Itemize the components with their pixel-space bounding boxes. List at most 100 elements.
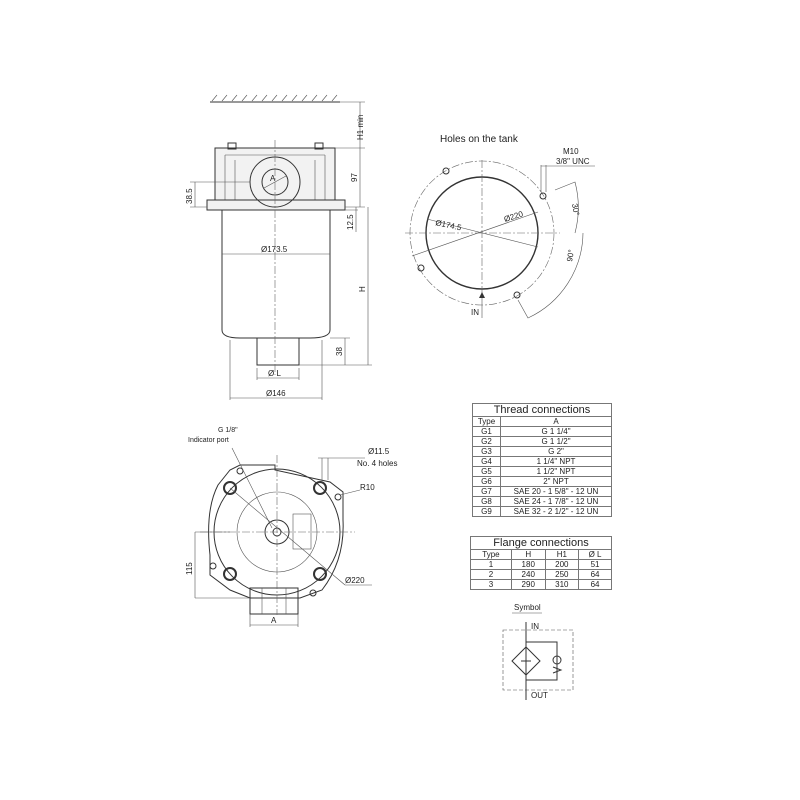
cell: 290 <box>510 579 546 590</box>
cell: G5 <box>472 466 501 477</box>
cell: 200 <box>544 559 580 570</box>
cell: SAE 24 - 1 7/8" - 12 UN <box>500 496 612 507</box>
tank-hole <box>417 264 425 272</box>
cell: G 1 1/4" <box>500 426 612 437</box>
cell: G1 <box>472 426 501 437</box>
filter-bowl <box>221 210 331 339</box>
cell: 1 1/4" NPT <box>500 456 612 467</box>
check-valve-icon <box>552 655 562 665</box>
flange-table-title: Flange connections <box>470 536 612 550</box>
cell: G8 <box>472 496 501 507</box>
hydraulic-symbol: Symbol IN OUT <box>502 603 574 700</box>
dim-h: H <box>358 286 367 292</box>
col-header: Ø L <box>578 549 612 560</box>
tank-hatch <box>211 94 338 102</box>
dim-38: 38 <box>335 347 344 356</box>
dim-bottom-220: Ø220 <box>345 576 365 585</box>
tank-holes-view: Holes on the tank Ø174.5 Ø220 M10 3/8" U… <box>405 134 595 319</box>
symbol-out: OUT <box>531 691 548 700</box>
cell: SAE 32 - 2 1/2" - 12 UN <box>500 506 612 517</box>
cell: 2" NPT <box>500 476 612 487</box>
angle-90: 90° <box>565 249 576 262</box>
thread-m10: M10 <box>563 147 579 156</box>
head-outline <box>208 464 344 599</box>
tank-hole <box>442 167 450 175</box>
holes-count: No. 4 holes <box>357 459 397 468</box>
tank-hole <box>513 291 521 299</box>
head-flange <box>206 199 346 211</box>
dim-a: A <box>271 616 277 625</box>
cell: 1 <box>470 559 512 570</box>
cell: G 1 1/2" <box>500 436 612 447</box>
side-view: A H1 min 97 12.5 H 38 38.5 Ø173.5 Ø L Ø1… <box>185 94 372 400</box>
col-header: Type <box>470 549 512 560</box>
cell: 2 <box>470 569 512 580</box>
col-header: H <box>510 549 546 560</box>
mount-holes <box>209 467 342 597</box>
cell: 240 <box>510 569 546 580</box>
dim-l: Ø L <box>268 369 281 378</box>
cell: G9 <box>472 506 501 517</box>
outlet-pipe <box>256 337 300 366</box>
tank-holes-title: Holes on the tank <box>440 134 519 145</box>
dim-146: Ø146 <box>266 389 286 398</box>
dim-tank-220: Ø220 <box>503 209 525 224</box>
dim-12-5: 12.5 <box>346 214 355 230</box>
filter-element-icon <box>511 646 541 676</box>
cell: SAE 20 - 1 5/8" - 12 UN <box>500 486 612 497</box>
indicator-port-label: Indicator port <box>188 437 229 444</box>
cell: G3 <box>472 446 501 457</box>
outlet-port <box>249 587 299 615</box>
g18-label: G 1/8" <box>218 427 238 434</box>
dim-173-5: Ø173.5 <box>261 245 288 254</box>
cell: 180 <box>510 559 546 570</box>
inlet-label: IN <box>471 308 479 317</box>
cell: 250 <box>544 569 580 580</box>
cell: G 2" <box>500 446 612 457</box>
cell: 51 <box>578 559 612 570</box>
symbol-in: IN <box>531 622 539 631</box>
dim-11-5: Ø11.5 <box>368 447 390 456</box>
thread-unc: 3/8" UNC <box>556 157 590 166</box>
dim-r10: R10 <box>360 483 375 492</box>
symbol-title: Symbol <box>514 603 541 612</box>
cell: G6 <box>472 476 501 487</box>
bolt <box>227 142 237 150</box>
thread-table-title: Thread connections <box>472 403 612 417</box>
dim-38-5: 38.5 <box>185 188 194 204</box>
dim-h1-min: H1 min <box>356 115 365 140</box>
cell: G7 <box>472 486 501 497</box>
cell: 1 1/2" NPT <box>500 466 612 477</box>
dim-174-5: Ø174.5 <box>435 218 463 232</box>
cell: 3 <box>470 579 512 590</box>
dim-115: 115 <box>185 562 194 575</box>
dim-97: 97 <box>350 173 359 182</box>
port-a-label: A <box>270 174 276 183</box>
tank-hole <box>539 192 547 200</box>
col-header: H1 <box>544 549 580 560</box>
cell: 310 <box>544 579 580 590</box>
col-header: A <box>500 416 612 427</box>
cell: 64 <box>578 579 612 590</box>
bottom-view: G 1/8" Indicator port Ø11.5 No. 4 holes … <box>185 427 397 627</box>
cell: G4 <box>472 456 501 467</box>
angle-30: 30° <box>570 203 581 216</box>
col-header: Type <box>472 416 501 427</box>
cell: 64 <box>578 569 612 580</box>
cell: G2 <box>472 436 501 447</box>
